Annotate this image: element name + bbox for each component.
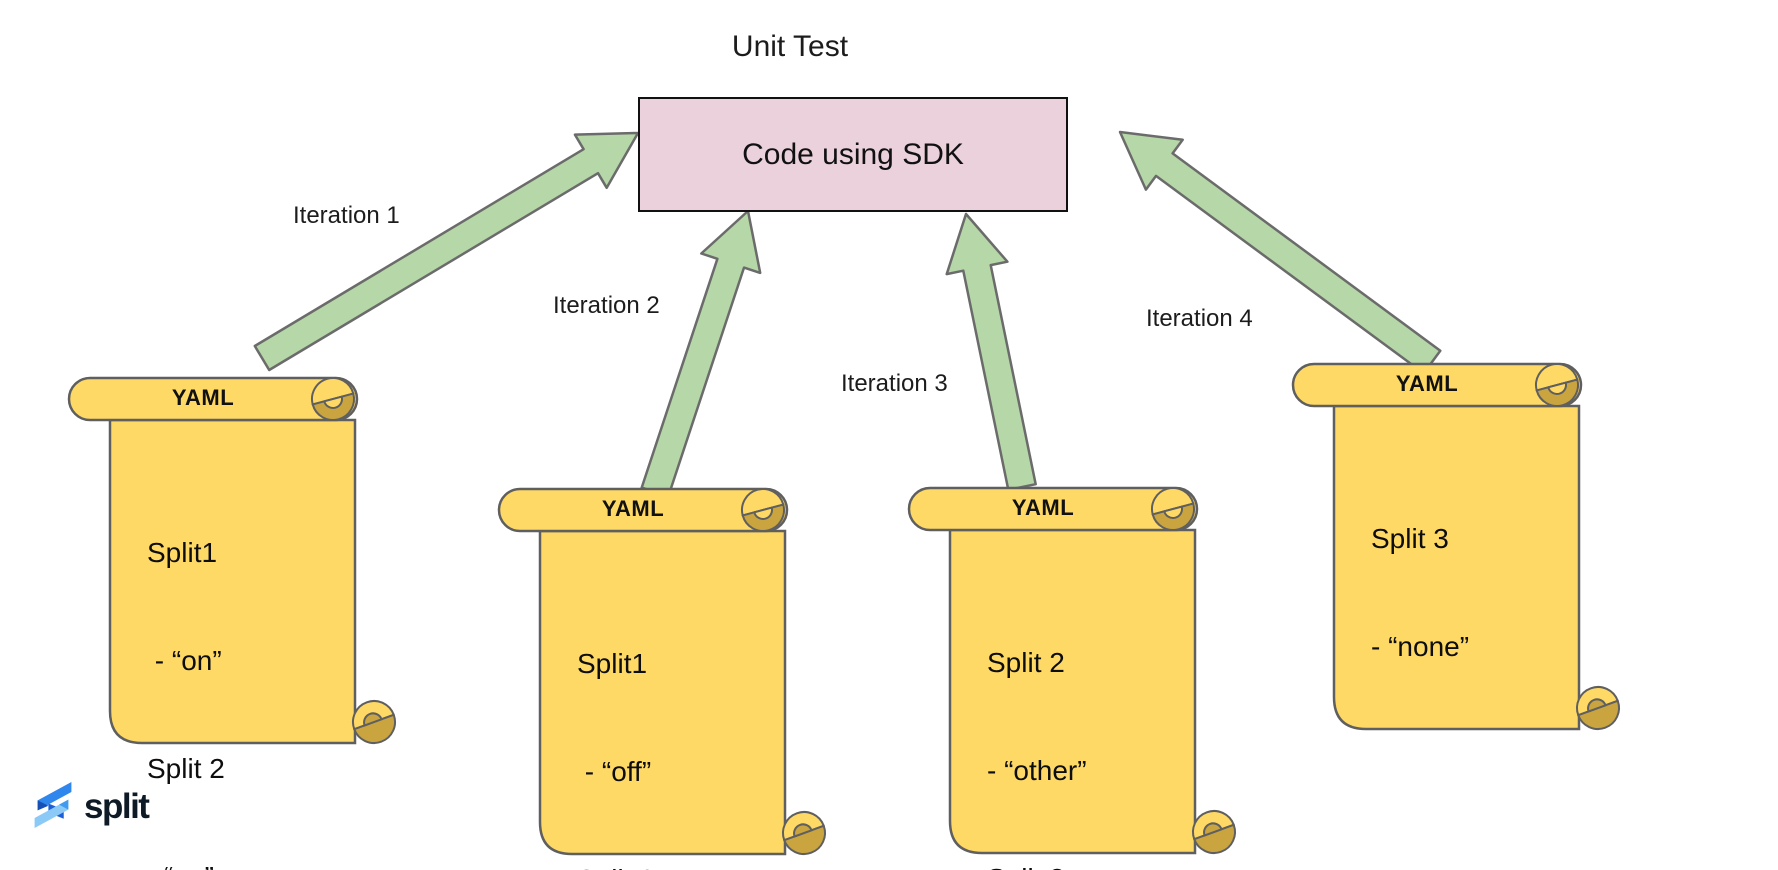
iteration-2-arrow: [640, 209, 762, 498]
split-logo-text: split: [84, 787, 150, 826]
yaml-line: Split1: [577, 648, 648, 679]
iteration-1-arrow: [253, 131, 640, 372]
diagram-title: Unit Test: [731, 30, 849, 63]
yaml-scroll-4-title: YAML: [1395, 371, 1459, 396]
yaml-scroll-3-content: Split 2 - “other” Split 3 - “low”: [987, 573, 1087, 870]
yaml-line: Split1: [147, 537, 218, 568]
iteration-2-label: Iteration 2: [553, 292, 660, 319]
iteration-1-label: Iteration 1: [293, 202, 400, 229]
code-using-sdk-box: Code using SDK: [638, 97, 1068, 212]
yaml-scroll-2-content: Split1 - “off” Split 2 - “off” Split 3 -…: [577, 574, 712, 870]
yaml-line: Split 2: [147, 753, 225, 784]
yaml-scroll-3-title: YAML: [1011, 495, 1075, 520]
code-box-label: Code using SDK: [742, 137, 964, 171]
split-logo-icon: [34, 782, 72, 828]
split-logo: split: [30, 776, 150, 834]
yaml-line: Split 2: [577, 862, 712, 870]
yaml-scroll-1-title: YAML: [171, 385, 235, 410]
yaml-scroll-1-content: Split1 - “on” Split 2 - “on” Split 3 - “…: [147, 463, 236, 870]
yaml-line: - “none”: [1371, 631, 1470, 662]
yaml-scroll-4-content: Split 3 - “none”: [1371, 449, 1469, 737]
yaml-line: Split 3: [1371, 523, 1449, 554]
iteration-4-arrow: [1118, 130, 1442, 375]
yaml-scroll-2-title: YAML: [601, 496, 665, 521]
iteration-4-label: Iteration 4: [1146, 305, 1253, 332]
iteration-3-label: Iteration 3: [841, 370, 948, 397]
yaml-line: - “on”: [147, 859, 236, 870]
yaml-line: Split 3: [987, 861, 1087, 870]
yaml-line: - “off”: [577, 756, 652, 787]
yaml-line: - “other”: [987, 755, 1087, 786]
yaml-line: Split 2: [987, 647, 1065, 678]
yaml-line: - “on”: [147, 645, 222, 676]
iteration-3-arrow: [945, 212, 1037, 492]
